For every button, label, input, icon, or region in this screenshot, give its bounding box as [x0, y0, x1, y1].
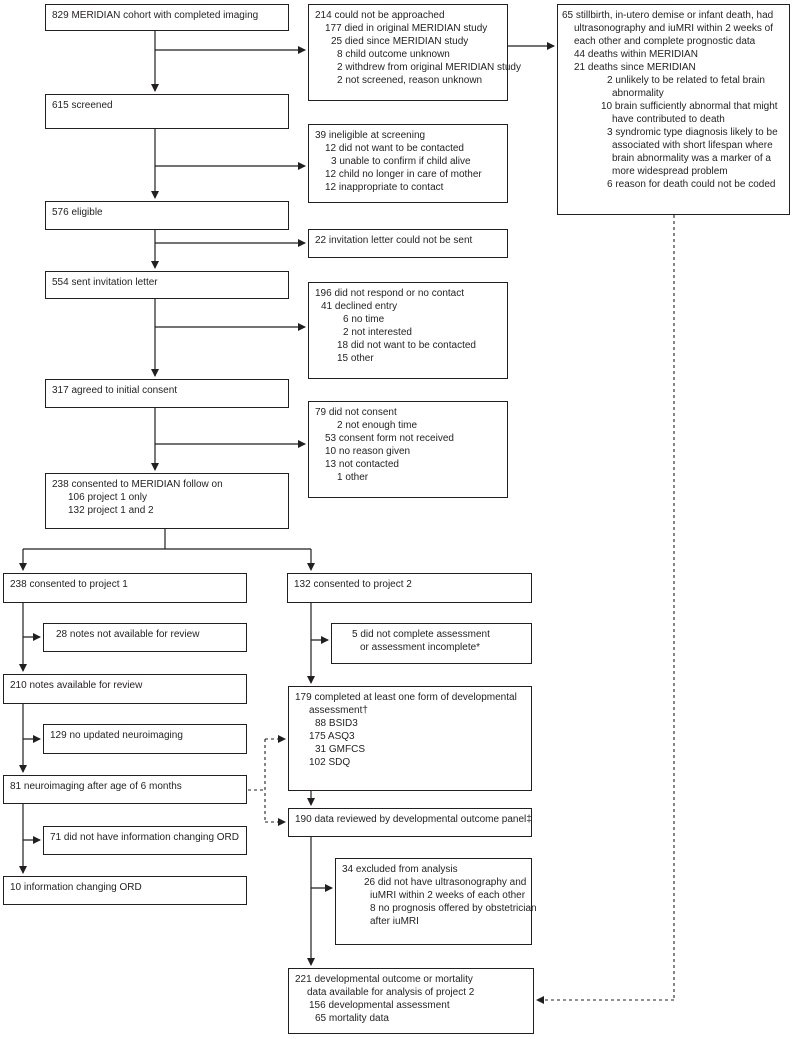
reason-item: 25 died since MERIDIAN study — [331, 36, 469, 47]
ineligible-title: 39 ineligible at screening — [315, 130, 426, 141]
assessment-completed-box: 179 completed at least one form of devel… — [288, 686, 532, 791]
final-item: 156 developmental assessment — [309, 1000, 450, 1011]
eligible-box: 576 eligible — [45, 201, 289, 230]
excluded-reason: after iuMRI — [370, 916, 419, 927]
stillbirth-title-line: each other and complete prognostic data — [574, 36, 756, 47]
agreed-consent-box: 317 agreed to initial consent — [45, 379, 289, 408]
final-title-line: data available for analysis of project 2 — [307, 987, 475, 998]
completed-title-line: 179 completed at least one form of devel… — [295, 692, 517, 703]
final-title-line: 221 developmental outcome or mortality — [295, 974, 473, 985]
project1-only-count: 106 project 1 only — [68, 492, 147, 503]
project2-consented-box: 132 consented to project 2 — [287, 573, 532, 603]
notes-available-title: 210 notes available for review — [10, 680, 143, 691]
panel-reviewed-title: 190 data reviewed by developmental outco… — [295, 814, 532, 825]
deaths-since: 21 deaths since MERIDIAN — [574, 62, 696, 73]
cohort-title: 829 MERIDIAN cohort with completed imagi… — [52, 10, 259, 21]
excluded-reason: iuMRI within 2 weeks of each other — [370, 890, 526, 901]
no-consent-box: 79 did not consent 2 not enough time 53 … — [308, 401, 508, 498]
no-response-title: 196 did not respond or no contact — [315, 288, 464, 299]
death-reason: have contributed to death — [612, 114, 725, 125]
reason-item: 18 did not want to be contacted — [337, 340, 476, 351]
assessment-item: 88 BSID3 — [315, 718, 358, 729]
reason-item: 12 inappropriate to contact — [325, 182, 444, 193]
excluded-analysis-box: 34 excluded from analysis 26 did not hav… — [335, 858, 537, 945]
consented-followon-title: 238 consented to MERIDIAN follow on — [52, 479, 223, 490]
sent-invitation-title: 554 sent invitation letter — [52, 277, 158, 288]
completed-title-line: assessment† — [309, 705, 368, 716]
screened-title: 615 screened — [52, 100, 113, 111]
excluded-title: 34 excluded from analysis — [342, 864, 458, 875]
reason-item: 12 did not want to be contacted — [325, 143, 464, 154]
reason-item: 8 child outcome unknown — [337, 49, 450, 60]
reason-item: 177 died in original MERIDIAN study — [325, 23, 488, 34]
death-reason: 3 syndromic type diagnosis likely to be — [607, 127, 778, 138]
deaths-within: 44 deaths within MERIDIAN — [574, 49, 698, 60]
reason-item: 13 not contacted — [325, 459, 399, 470]
incomplete-line: or assessment incomplete* — [360, 642, 481, 653]
neuroimaging-box: 81 neuroimaging after age of 6 months — [3, 775, 247, 804]
stillbirth-title-line: 65 stillbirth, in-utero demise or infant… — [562, 10, 774, 21]
panel-reviewed-box: 190 data reviewed by developmental outco… — [288, 808, 532, 837]
notes-unavailable-box: 28 notes not available for review — [43, 623, 247, 652]
incomplete-line: 5 did not complete assessment — [352, 629, 490, 640]
ord-change-title: 10 information changing ORD — [10, 882, 142, 893]
death-reason: more widespread problem — [612, 166, 728, 177]
ineligible-box: 39 ineligible at screening 12 did not wa… — [308, 124, 508, 203]
notes-unavailable-title: 28 notes not available for review — [56, 629, 200, 640]
no-response-box: 196 did not respond or no contact 41 dec… — [308, 282, 508, 379]
no-ord-change-title: 71 did not have information changing ORD — [50, 832, 240, 843]
final-item: 65 mortality data — [315, 1013, 389, 1024]
death-reason: 10 brain sufficiently abnormal that migh… — [601, 101, 778, 112]
declined-entry: 41 declined entry — [321, 301, 398, 312]
project1-consented-box: 238 consented to project 1 — [3, 573, 247, 603]
death-reason: abnormality — [612, 88, 664, 99]
ord-change-box: 10 information changing ORD — [3, 876, 247, 905]
no-neuroimaging-box: 129 no updated neuroimaging — [43, 724, 247, 754]
reason-item: 3 unable to confirm if child alive — [331, 156, 471, 167]
assessment-item: 102 SDQ — [309, 757, 351, 768]
reason-item: 6 no time — [343, 314, 385, 325]
reason-item: 2 not interested — [343, 327, 412, 338]
reason-item: 2 not enough time — [337, 420, 418, 431]
no-ord-change-box: 71 did not have information changing ORD — [43, 826, 247, 855]
sent-invitation-box: 554 sent invitation letter — [45, 271, 289, 299]
reason-item: 10 no reason given — [325, 446, 411, 457]
screened-box: 615 screened — [45, 94, 289, 129]
cohort-box: 829 MERIDIAN cohort with completed imagi… — [45, 4, 289, 31]
no-letter-box: 22 invitation letter could not be sent — [308, 229, 508, 258]
reason-item: 1 other — [337, 472, 369, 483]
no-letter-title: 22 invitation letter could not be sent — [315, 235, 473, 246]
death-reason: 2 unlikely to be related to fetal brain — [607, 75, 765, 86]
assessment-item: 31 GMFCS — [315, 744, 366, 755]
reason-item: 15 other — [337, 353, 374, 364]
agreed-consent-title: 317 agreed to initial consent — [52, 385, 178, 396]
reason-item: 53 consent form not received — [325, 433, 454, 444]
excluded-reason: 26 did not have ultrasonography and — [364, 877, 527, 888]
no-neuroimaging-title: 129 no updated neuroimaging — [50, 730, 183, 741]
death-reason: associated with short lifespan where — [612, 140, 773, 151]
neuroimaging-title: 81 neuroimaging after age of 6 months — [10, 781, 182, 792]
stillbirth-death-box: 65 stillbirth, in-utero demise or infant… — [557, 4, 790, 215]
final-analysis-box: 221 developmental outcome or mortality d… — [288, 968, 534, 1034]
project2-consented-title: 132 consented to project 2 — [294, 579, 412, 590]
not-approached-title: 214 could not be approached — [315, 10, 445, 21]
no-consent-title: 79 did not consent — [315, 407, 397, 418]
eligible-title: 576 eligible — [52, 207, 103, 218]
project1-consented-title: 238 consented to project 1 — [10, 579, 128, 590]
not-approached-box: 214 could not be approached 177 died in … — [308, 4, 521, 101]
death-reason: 6 reason for death could not be coded — [607, 179, 776, 190]
reason-item: 12 child no longer in care of mother — [325, 169, 482, 180]
stillbirth-title-line: ultrasonography and iuMRI within 2 weeks… — [574, 23, 773, 34]
notes-available-box: 210 notes available for review — [3, 674, 247, 704]
assessment-incomplete-box: 5 did not complete assessment or assessm… — [331, 623, 532, 664]
death-reason: brain abnormality was a marker of a — [612, 153, 771, 164]
excluded-reason: 8 no prognosis offered by obstetrician — [370, 903, 537, 914]
project1-and-2-count: 132 project 1 and 2 — [68, 505, 154, 516]
consented-followon-box: 238 consented to MERIDIAN follow on 106 … — [45, 473, 289, 529]
assessment-item: 175 ASQ3 — [309, 731, 355, 742]
reason-item: 2 not screened, reason unknown — [337, 75, 483, 86]
reason-item: 2 withdrew from original MERIDIAN study — [337, 62, 521, 73]
